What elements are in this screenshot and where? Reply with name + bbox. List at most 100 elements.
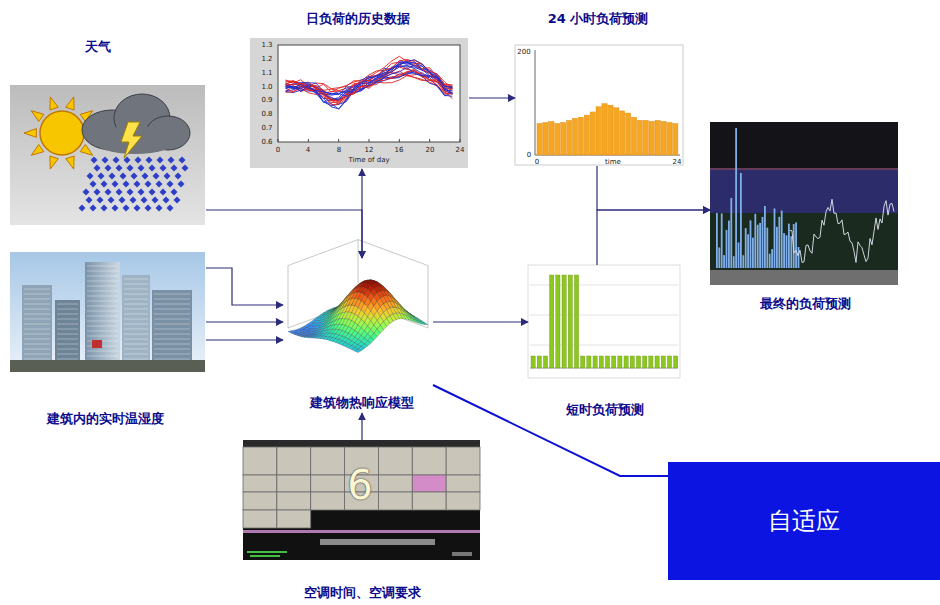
final-series-part xyxy=(762,217,764,268)
window-line-part xyxy=(87,291,118,292)
schedule-screen-part xyxy=(412,447,446,475)
schedule-screen-part xyxy=(243,475,277,492)
window-line-part xyxy=(87,276,118,277)
window-line-part xyxy=(154,344,190,345)
rain-drop-part xyxy=(160,165,167,172)
window-line-part xyxy=(154,349,190,350)
final-series-part xyxy=(718,247,720,268)
rain-drop-part xyxy=(149,165,156,172)
flow-arrow xyxy=(433,321,528,322)
window-line-part xyxy=(24,304,50,305)
rain-drop-part xyxy=(179,157,186,164)
rain-drop-part xyxy=(94,165,101,172)
window-line-part xyxy=(124,334,148,335)
forecast-bar-part xyxy=(626,113,631,155)
forecast-bar-part xyxy=(567,120,572,155)
window-line-part xyxy=(154,319,190,320)
short-chart-part xyxy=(528,265,680,378)
schedule-screen-part xyxy=(277,475,311,492)
window-line-part xyxy=(24,294,50,295)
axis-frame xyxy=(288,240,428,328)
window-line-part xyxy=(87,271,118,272)
forecast-chart-panel: 24 小时负荷预测 xyxy=(515,10,684,166)
panel-heading: 建筑物热响应模型 xyxy=(310,396,414,411)
schedule-screen-part xyxy=(277,447,311,475)
schedule-screen-part xyxy=(311,475,345,492)
schedule-screen-part xyxy=(243,440,480,447)
rain-drop-part xyxy=(138,165,145,172)
rain-drop-part xyxy=(90,181,97,188)
building-picture-part xyxy=(152,290,192,372)
rain-drop-part xyxy=(79,205,86,212)
window-line-part xyxy=(154,329,190,330)
rain-drop-part xyxy=(178,181,185,188)
final-series-part xyxy=(771,249,773,268)
window-line-part xyxy=(87,346,118,347)
building-picture-part xyxy=(92,340,102,348)
axis-tick: Time of day xyxy=(348,157,389,164)
window-line-part xyxy=(154,354,190,355)
building-picture-part xyxy=(122,275,150,372)
axis-frame-part xyxy=(358,240,428,266)
weather-picture-part xyxy=(121,122,142,158)
panel-heading: 空调时间、空调要求 xyxy=(304,586,421,601)
rain-drop-part xyxy=(112,205,119,212)
axis-tick: 200 xyxy=(517,49,530,56)
window-line-part xyxy=(124,314,148,315)
rain-drop-part xyxy=(156,205,163,212)
axis-frame-part xyxy=(288,266,289,328)
schedule-screen-part xyxy=(378,447,412,475)
flow-arrow xyxy=(206,268,283,305)
load-curve xyxy=(278,56,460,142)
final-series-part xyxy=(750,220,752,268)
flow-arrow xyxy=(469,97,515,98)
window-line-part xyxy=(124,329,148,330)
axis-tick: 16 xyxy=(395,147,404,154)
window-line-part xyxy=(154,359,190,360)
window-line-part xyxy=(87,331,118,332)
window-line-part xyxy=(57,329,78,330)
axis-tick: 1.1 xyxy=(261,70,272,77)
short-bar-part xyxy=(531,356,535,368)
rain-drop-part xyxy=(97,197,104,204)
weather-picture-part xyxy=(40,111,84,155)
sun-ray-part xyxy=(31,111,44,122)
final-chart xyxy=(710,122,898,285)
forecast-bar-part xyxy=(561,122,566,155)
load-curve-part xyxy=(460,139,461,142)
rain-drop-part xyxy=(157,157,164,164)
rain-drop-part xyxy=(130,197,137,204)
weather-picture-part xyxy=(10,85,205,225)
final-series-part xyxy=(781,211,783,268)
axis-tick: 24 xyxy=(456,147,465,154)
rain-drop-part xyxy=(167,181,174,188)
load-curve-part xyxy=(278,139,279,142)
window-line-part xyxy=(57,319,78,320)
window-line-part xyxy=(57,344,78,345)
window-line-part xyxy=(57,324,78,325)
window-line-part xyxy=(24,309,50,310)
rain-drop-part xyxy=(146,157,153,164)
window-line-part xyxy=(24,344,50,345)
history-chart-part xyxy=(250,38,468,168)
forecast-bar xyxy=(537,104,678,155)
rain-drop-part xyxy=(116,165,123,172)
load-curve-part xyxy=(399,139,400,142)
final-series-part xyxy=(757,225,759,268)
rain-drop-part xyxy=(164,173,171,180)
final-series-part xyxy=(766,228,768,268)
window-line-part xyxy=(87,326,118,327)
short-bar-part xyxy=(612,356,616,368)
flow-arrow xyxy=(361,169,362,258)
final-series-part xyxy=(745,228,747,268)
rain-drop-part xyxy=(102,157,109,164)
window-line-part xyxy=(154,324,190,325)
adaptive-box: 自适应 xyxy=(668,462,940,580)
window-line-part xyxy=(87,311,118,312)
schedule-screen-part xyxy=(250,555,280,557)
rain-drop-part xyxy=(171,165,178,172)
window-line-part xyxy=(24,299,50,300)
rain-drop-part xyxy=(86,197,93,204)
load-curve-part xyxy=(286,59,453,104)
final-series-part xyxy=(776,227,778,268)
